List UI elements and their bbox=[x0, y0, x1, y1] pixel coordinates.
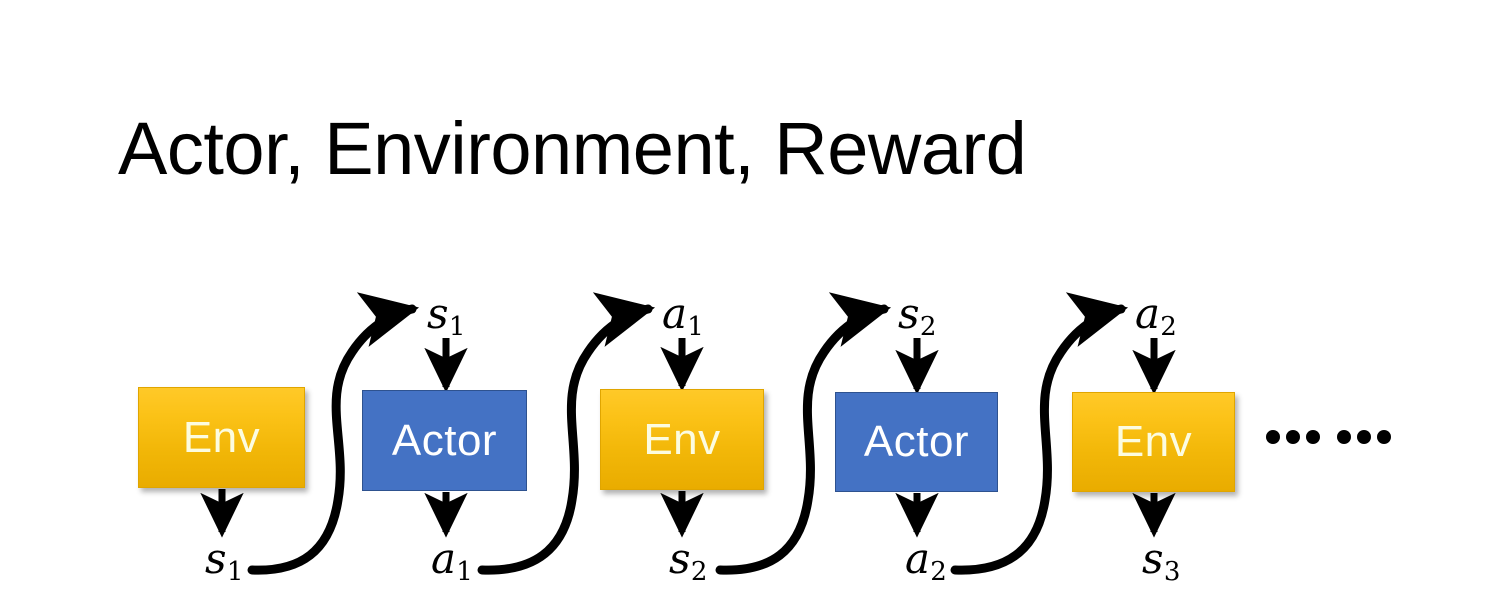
math-sub: 2 bbox=[1160, 312, 1177, 343]
math-label-bottom-a2: a2 bbox=[905, 538, 947, 586]
math-base: s bbox=[898, 289, 920, 338]
math-sub: 2 bbox=[930, 557, 947, 588]
math-base: s bbox=[205, 534, 227, 583]
node-label: Env bbox=[643, 414, 721, 464]
math-sub: 1 bbox=[687, 312, 704, 343]
math-base: s bbox=[427, 289, 449, 338]
math-sub: 3 bbox=[1163, 557, 1181, 588]
math-label-bottom-s3: s3 bbox=[1142, 538, 1180, 586]
math-base: a bbox=[431, 534, 457, 583]
math-sub: 1 bbox=[456, 557, 473, 588]
math-base: s bbox=[669, 534, 691, 583]
math-label-top-a2: a2 bbox=[1135, 293, 1177, 341]
math-label-bottom-s1: s1 bbox=[205, 538, 243, 586]
math-sub: 2 bbox=[919, 312, 937, 343]
math-base: s bbox=[1142, 534, 1164, 583]
math-label-top-s1: s1 bbox=[427, 293, 465, 341]
math-base: a bbox=[905, 534, 931, 583]
ellipsis-gap bbox=[1326, 437, 1331, 438]
node-label: Env bbox=[1114, 417, 1193, 466]
math-label-top-a1: a1 bbox=[662, 293, 704, 341]
ellipsis-dot bbox=[1337, 430, 1351, 444]
math-sub: 2 bbox=[690, 557, 708, 588]
page-title: Actor, Environment, Reward bbox=[118, 107, 1027, 190]
math-label-bottom-s2: s2 bbox=[669, 538, 707, 586]
ellipsis-dot bbox=[1306, 430, 1320, 444]
node-actor-1[interactable]: Actor bbox=[362, 390, 527, 491]
ellipsis-continuation bbox=[1266, 430, 1391, 444]
math-label-bottom-a1: a1 bbox=[431, 538, 473, 586]
math-base: a bbox=[1135, 289, 1161, 338]
math-sub: 1 bbox=[226, 557, 244, 588]
math-sub: 1 bbox=[448, 312, 466, 343]
node-env-2[interactable]: Env bbox=[600, 389, 764, 490]
node-env-3[interactable]: Env bbox=[1072, 392, 1235, 492]
ellipsis-dot bbox=[1266, 430, 1280, 444]
node-actor-2[interactable]: Actor bbox=[835, 392, 998, 492]
math-label-top-s2: s2 bbox=[898, 293, 936, 341]
ellipsis-dot bbox=[1357, 430, 1371, 444]
ellipsis-dot bbox=[1377, 430, 1391, 444]
node-label: Env bbox=[182, 412, 261, 462]
node-label: Actor bbox=[863, 417, 970, 466]
node-env-1[interactable]: Env bbox=[138, 387, 305, 488]
ellipsis-dot bbox=[1286, 430, 1300, 444]
math-base: a bbox=[662, 289, 688, 338]
node-label: Actor bbox=[391, 415, 498, 465]
